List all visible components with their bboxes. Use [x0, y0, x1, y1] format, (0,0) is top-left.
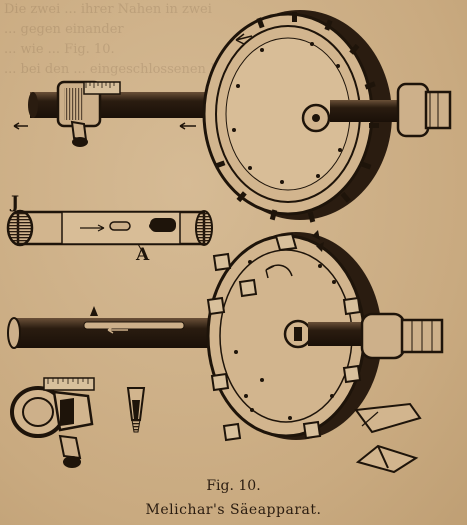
bleed-line: Die zwei ... ihrer Nahen in zwei — [4, 2, 212, 17]
shaft-arrow — [13, 122, 28, 130]
top-axle-right — [330, 100, 400, 122]
bottom-nut — [360, 312, 444, 360]
shaft-arrow — [179, 122, 196, 130]
top-wheel — [202, 10, 392, 223]
feed-cup-detail — [10, 377, 95, 468]
bleed-line: ... wie ... Fig. 10. — [4, 42, 115, 57]
top-assembly — [13, 10, 452, 223]
figure-title: Melichar's Säeapparat. — [145, 502, 322, 518]
pipe-detail — [6, 209, 213, 259]
spoon-screw-detail — [126, 387, 146, 433]
bottom-assembly — [7, 230, 444, 442]
bottom-wheel — [206, 230, 382, 442]
bleed-line: ... gegen einander — [4, 22, 124, 37]
label-j: J — [11, 193, 20, 213]
top-shaft-end — [28, 92, 38, 118]
engraving-illustration — [6, 10, 452, 474]
top-collar — [56, 80, 121, 147]
figure-number: Fig. 10. — [206, 478, 261, 494]
spoon-detail — [354, 402, 422, 474]
label-a: A — [136, 245, 150, 265]
top-nut — [396, 82, 452, 138]
